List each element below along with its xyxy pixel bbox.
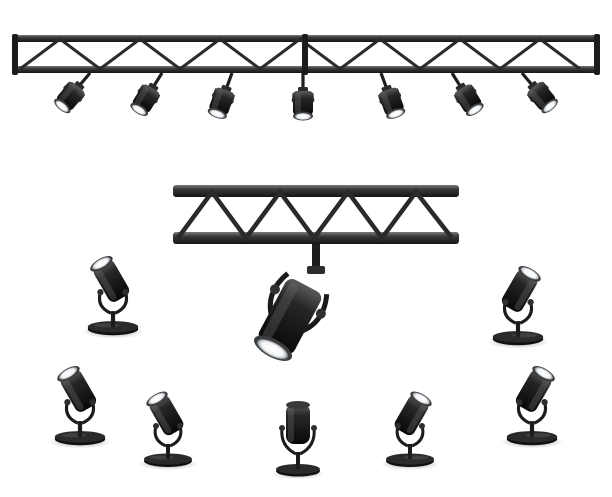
spotlight-icon bbox=[49, 64, 101, 119]
spotlight-icon bbox=[125, 65, 173, 121]
floor-spotlight-icon bbox=[378, 387, 442, 472]
center-truss-lattice bbox=[176, 188, 454, 242]
top-truss bbox=[12, 34, 600, 75]
spotlight-icon bbox=[203, 67, 245, 123]
floor-spotlight-group bbox=[46, 251, 566, 479]
top-truss-lattice bbox=[19, 37, 581, 71]
spotlight-icon bbox=[254, 244, 330, 361]
spotlight-icon bbox=[368, 67, 410, 123]
spotlight-icon bbox=[511, 64, 563, 119]
floor-spotlight-icon bbox=[46, 361, 114, 450]
floor-spotlight-icon bbox=[484, 261, 552, 350]
floor-spotlight-icon bbox=[498, 361, 566, 450]
floor-spotlight-icon bbox=[79, 251, 147, 340]
spotlight-icon bbox=[441, 65, 489, 121]
spotlight-icon bbox=[290, 71, 316, 122]
floor-spotlight-icon bbox=[272, 401, 324, 479]
floor-spotlight-icon bbox=[136, 387, 200, 472]
center-truss bbox=[173, 185, 459, 244]
